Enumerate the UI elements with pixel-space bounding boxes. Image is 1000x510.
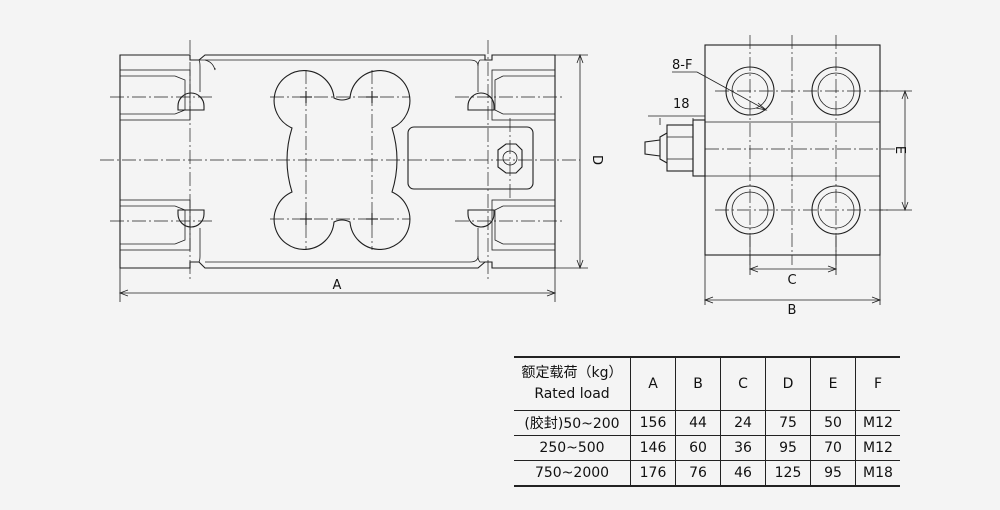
cable-gland <box>644 119 706 177</box>
cell-a: 146 <box>630 435 676 461</box>
dim-label-d: D <box>589 155 604 165</box>
front-view: A D <box>100 40 604 302</box>
side-view: 8-F 18 C B E <box>644 35 912 318</box>
header-load-cn: 额定载荷（kg） <box>521 365 623 381</box>
header-col-f: F <box>855 356 900 411</box>
cell-f: M12 <box>855 410 900 436</box>
cell-b: 44 <box>675 410 721 436</box>
header-load: 额定载荷（kg） Rated load <box>514 356 631 411</box>
dim-label-e: E <box>892 146 907 154</box>
header-col-b: B <box>675 356 721 411</box>
table-row: (胶封)50~200 156 44 24 75 50 M12 <box>514 410 900 436</box>
header-col-c: C <box>720 356 766 411</box>
cell-a: 156 <box>630 410 676 436</box>
row-load: 250~500 <box>514 435 631 461</box>
cell-e: 70 <box>810 435 856 461</box>
row-load: (胶封)50~200 <box>514 410 631 436</box>
header-col-e: E <box>810 356 856 411</box>
cell-a: 176 <box>630 460 676 487</box>
clover-cavity <box>273 70 411 250</box>
cell-f: M12 <box>855 435 900 461</box>
cell-c: 46 <box>720 460 766 487</box>
header-col-a: A <box>630 356 676 411</box>
table-row: 250~500 146 60 36 95 70 M12 <box>514 435 900 461</box>
cell-b: 76 <box>675 460 721 487</box>
cell-d: 95 <box>765 435 811 461</box>
cell-c: 24 <box>720 410 766 436</box>
cell-f: M18 <box>855 460 900 487</box>
table-row: 750~2000 176 76 46 125 95 M18 <box>514 460 900 487</box>
spec-table: 额定载荷（kg） Rated load A B C D E F (胶封)50~2… <box>514 356 900 487</box>
label-thread-count: 8-F <box>672 58 692 73</box>
cable-nut <box>497 143 523 174</box>
dim-label-a: A <box>333 278 342 293</box>
junction-box <box>407 126 534 190</box>
cell-d: 75 <box>765 410 811 436</box>
dim-label-c: C <box>787 273 796 288</box>
cell-c: 36 <box>720 435 766 461</box>
threaded-holes <box>725 66 861 235</box>
cell-b: 60 <box>675 435 721 461</box>
cell-e: 95 <box>810 460 856 487</box>
table-header-row: 额定载荷（kg） Rated load A B C D E F <box>514 356 900 411</box>
header-load-en: Rated load <box>534 386 610 402</box>
header-col-d: D <box>765 356 811 411</box>
cell-d: 125 <box>765 460 811 487</box>
row-load: 750~2000 <box>514 460 631 487</box>
cell-e: 50 <box>810 410 856 436</box>
label-cable-size: 18 <box>673 97 690 112</box>
dim-label-b: B <box>788 303 797 318</box>
